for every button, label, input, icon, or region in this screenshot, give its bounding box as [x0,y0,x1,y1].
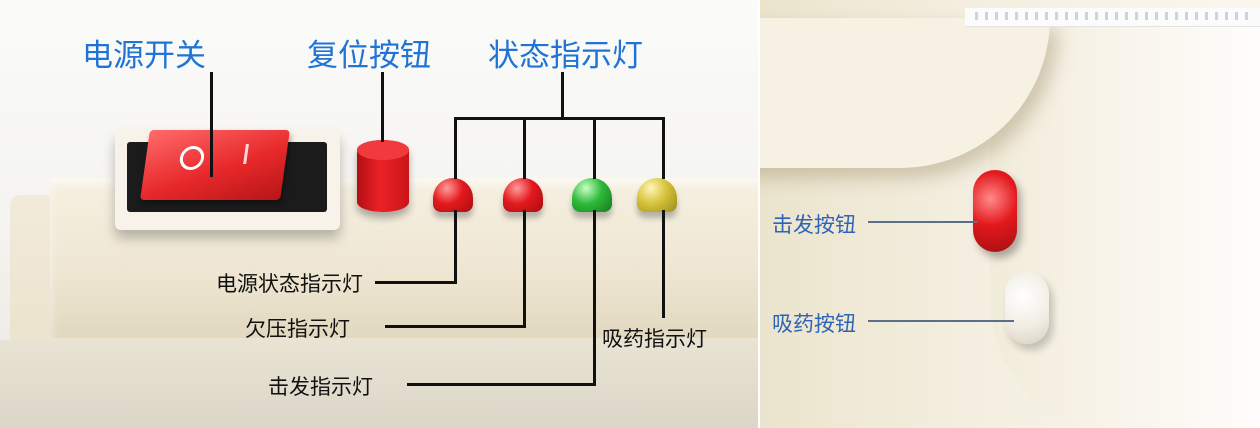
background-screen-texture [975,12,1255,20]
suction-indicator-label: 吸药指示灯 [602,327,707,351]
status-indicators-label: 状态指示灯 [488,38,643,74]
power-status-leader-vertical [454,210,457,283]
power-switch-callout-line [210,72,213,177]
fire-button-label: 击发按钮 [772,213,856,237]
status-callout-bar [454,117,665,120]
suction-leader-vertical [662,210,665,318]
status-callout-stem [561,72,564,119]
firing-leader-vertical [593,210,596,386]
fire-button-leader-line [868,221,978,223]
power-status-indicator-label: 电源状态指示灯 [216,272,363,296]
firing-leader-horizontal [407,383,596,386]
status-callout-drop-2 [523,117,526,179]
device-base-shadow [0,340,758,428]
power-switch-bezel [127,130,327,212]
panel-divider [758,0,760,428]
power-status-led [433,178,473,212]
left-device-photo: 电源开关 复位按钮 状态指示灯 电源状态指示灯 欠压指示灯 击发指示灯 吸药指示… [0,0,758,428]
status-callout-drop-1 [454,117,457,179]
suction-button-label: 吸药按钮 [772,312,856,336]
suction-button [1005,272,1049,344]
power-status-leader-horizontal [375,281,457,284]
firing-led [572,178,612,212]
undervoltage-leader-vertical [523,210,526,328]
power-on-mark-icon [243,144,249,164]
suction-button-leader-line [868,320,1014,322]
reset-button [357,140,409,212]
power-off-mark-icon [178,146,206,170]
power-switch [115,130,340,230]
fire-button [973,170,1017,252]
background-screen-strip [965,8,1260,27]
reset-button-callout-line [381,72,384,142]
power-switch-rocker [140,130,290,200]
right-device-photo: 击发按钮 吸药按钮 [760,0,1260,428]
status-callout-drop-4 [662,117,665,179]
device-side-housing [990,18,1260,428]
power-switch-label: 电源开关 [82,38,206,74]
undervoltage-led [503,178,543,212]
undervoltage-indicator-label: 欠压指示灯 [245,317,350,341]
firing-indicator-label: 击发指示灯 [268,375,373,399]
suction-led [637,178,677,212]
status-callout-drop-3 [593,117,596,179]
undervoltage-leader-horizontal [385,325,526,328]
reset-button-label: 复位按钮 [307,38,431,74]
